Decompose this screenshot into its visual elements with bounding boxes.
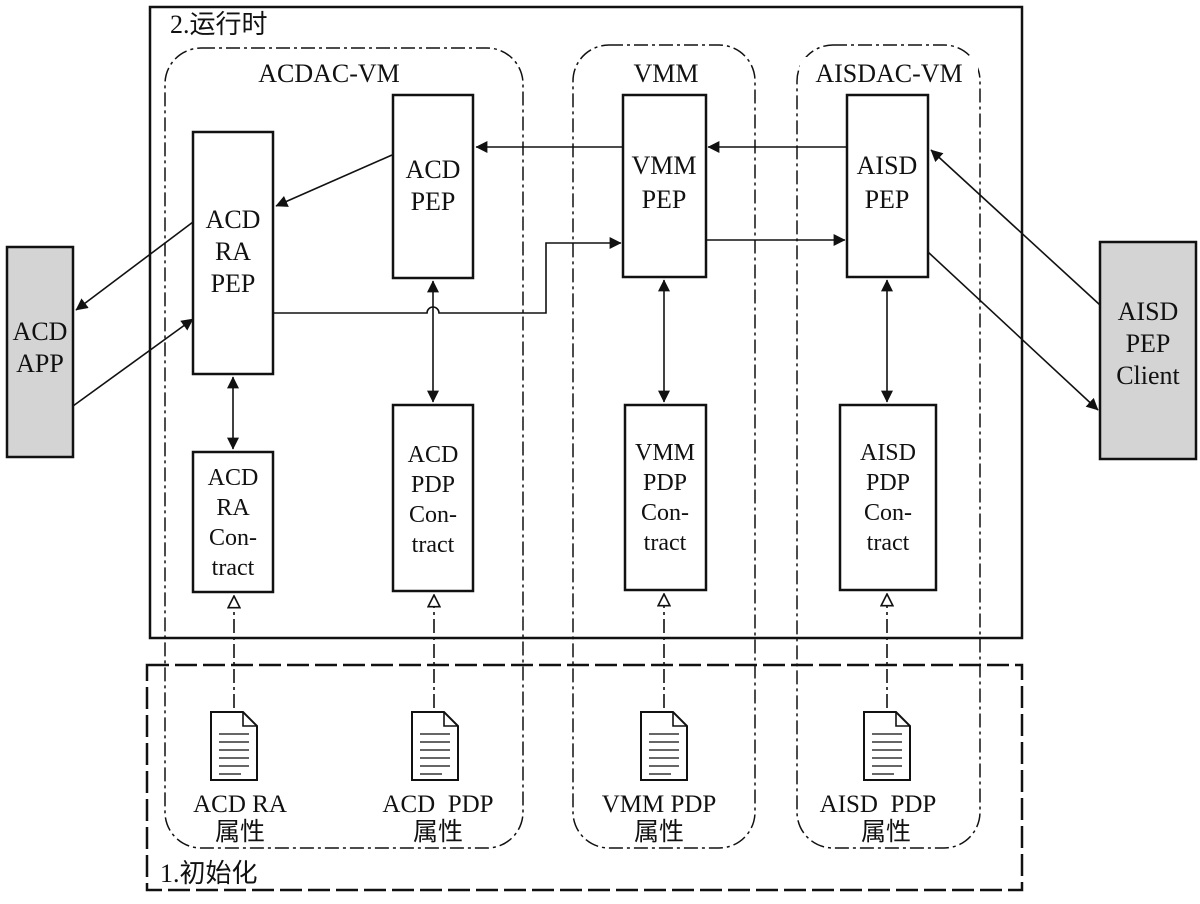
aisd-pdp-contract-box: AISD PDP Con- tract	[838, 403, 938, 592]
aisd-pdp-contract-line-3: Con-	[864, 500, 912, 526]
doc-acd-pdp-label-1: ACD PDP	[382, 791, 493, 818]
aisd-client-line-1: AISD	[1118, 297, 1179, 326]
acd-ra-pep-box: ACD RA PEP	[191, 130, 275, 376]
acd-ra-contract-line-1: ACD	[208, 465, 259, 491]
acd-pep-box: ACD PEP	[391, 93, 475, 280]
init-label: 1.初始化	[160, 859, 258, 888]
acdac-vm-group	[164, 47, 524, 849]
arrow-client-to-aisd	[930, 149, 1101, 306]
acd-pdp-contract-line-3: Con-	[409, 502, 457, 528]
arrow-acd-pep-to-ra-pep	[275, 154, 393, 207]
acd-pdp-contract-line-4: tract	[412, 532, 455, 558]
arrow-ra-pep-to-app	[75, 221, 194, 311]
acd-ra-contract-line-2: RA	[216, 495, 250, 521]
doc-vmm-pdp-label-2: 属性	[634, 818, 684, 846]
vmm-pdp-contract-line-1: VMM	[635, 440, 695, 466]
aisd-pdp-contract-line-4: tract	[867, 530, 910, 556]
document-icon	[640, 711, 688, 781]
aisd-client-line-2: PEP	[1126, 329, 1171, 358]
arrow-app-to-ra-pep	[72, 318, 194, 407]
doc-acd-ra-label-1: ACD RA	[193, 791, 287, 818]
aisd-client-line-3: Client	[1116, 361, 1180, 390]
doc-aisd-pdp-label-1: AISD PDP	[820, 791, 937, 818]
vmm-pep-line-2: PEP	[642, 185, 687, 214]
vmm-pdp-contract-line-3: Con-	[641, 500, 689, 526]
aisd-pdp-contract-line-2: PDP	[866, 470, 910, 496]
acdac-vm-title: ACDAC-VM	[258, 59, 400, 88]
aisdac-vm-group	[796, 44, 981, 849]
acd-app-line-1: ACD	[13, 317, 68, 346]
aisd-pep-line-2: PEP	[865, 185, 910, 214]
vmm-pdp-contract-line-4: tract	[644, 530, 687, 556]
document-icon	[411, 711, 459, 781]
acd-pdp-contract-line-2: PDP	[411, 472, 455, 498]
acd-pep-line-1: ACD	[406, 155, 461, 184]
init-frame	[145, 663, 1024, 892]
vmm-title: VMM	[633, 59, 698, 88]
aisd-pep-box: AISD PEP	[845, 93, 930, 279]
doc-vmm-pdp-label-1: VMM PDP	[602, 791, 717, 818]
aisd-pep-client-box: AISD PEP Client	[1098, 240, 1198, 461]
aisd-pdp-contract-line-1: AISD	[860, 440, 916, 466]
aisdac-vm-title: AISDAC-VM	[815, 59, 962, 88]
acd-ra-contract-line-3: Con-	[209, 525, 257, 551]
document-icon	[210, 711, 258, 781]
doc-acd-pdp-label-2: 属性	[413, 818, 463, 846]
aisd-pep-line-1: AISD	[857, 151, 918, 180]
acd-ra-pep-line-1: ACD	[206, 205, 261, 234]
acd-app-box: ACD APP	[5, 245, 75, 459]
acd-ra-contract-box: ACD RA Con- tract	[191, 450, 275, 594]
acd-ra-pep-line-2: RA	[215, 237, 251, 266]
document-icon	[863, 711, 911, 781]
runtime-frame	[148, 5, 1024, 640]
vmm-pep-line-1: VMM	[631, 151, 696, 180]
acd-app-line-2: APP	[16, 349, 64, 378]
vmm-pep-box: VMM PEP	[621, 93, 708, 279]
acd-pdp-contract-box: ACD PDP Con- tract	[391, 403, 475, 593]
doc-acd-ra-label-2: 属性	[215, 818, 265, 846]
doc-aisd-pdp-label-2: 属性	[861, 818, 911, 846]
acd-pep-line-2: PEP	[411, 187, 456, 216]
acd-pdp-contract-line-1: ACD	[408, 442, 459, 468]
vmm-pdp-contract-line-2: PDP	[643, 470, 687, 496]
vmm-pdp-contract-box: VMM PDP Con- tract	[623, 403, 708, 592]
runtime-label: 2.运行时	[170, 10, 268, 39]
acd-ra-contract-line-4: tract	[212, 555, 255, 581]
acd-ra-pep-line-3: PEP	[211, 269, 256, 298]
arrow-aisd-to-client	[927, 251, 1099, 411]
vmm-group	[572, 44, 756, 849]
